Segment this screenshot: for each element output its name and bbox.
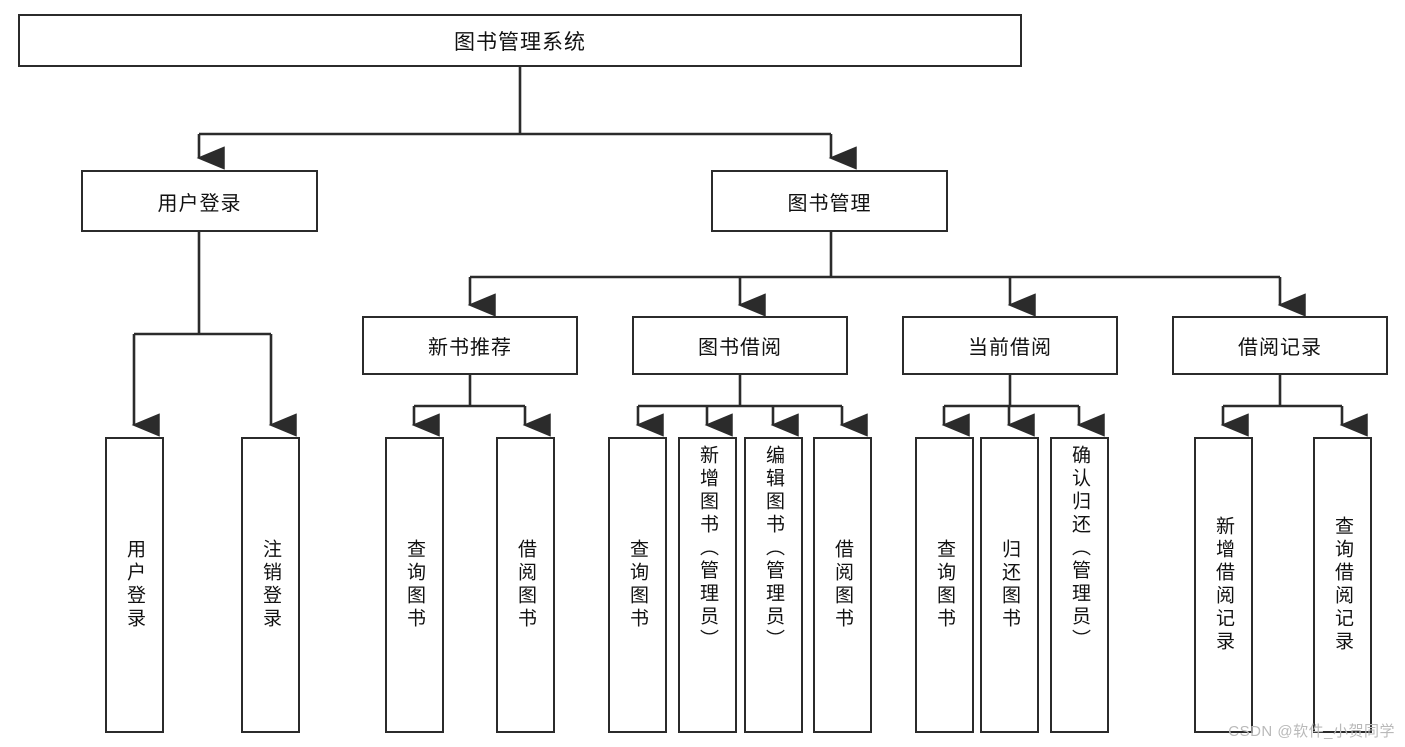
node-book-borrow[interactable]: 图书借阅 (632, 316, 848, 375)
leaf-borrow-add-book-admin[interactable]: 新增图书（管理员） (678, 437, 737, 733)
node-label: 归还图书 (999, 539, 1020, 631)
leaf-recommend-borrow-book[interactable]: 借阅图书 (496, 437, 555, 733)
node-label: 查询图书 (404, 539, 425, 631)
node-label: 新增图书（管理员） (697, 445, 718, 652)
node-root-system[interactable]: 图书管理系统 (18, 14, 1022, 67)
node-label: 查询图书 (627, 539, 648, 631)
leaf-borrow-edit-book-admin[interactable]: 编辑图书（管理员） (744, 437, 803, 733)
node-label: 编辑图书（管理员） (763, 445, 784, 652)
node-label: 新增借阅记录 (1213, 516, 1234, 654)
node-label: 新书推荐 (428, 337, 512, 359)
leaf-user-login-signout[interactable]: 注销登录 (241, 437, 300, 733)
leaf-record-add-record[interactable]: 新增借阅记录 (1194, 437, 1253, 733)
leaf-current-query-book[interactable]: 查询图书 (915, 437, 974, 733)
node-book-management[interactable]: 图书管理 (711, 170, 948, 232)
node-label: 借阅记录 (1238, 337, 1322, 359)
node-label: 借阅图书 (515, 539, 536, 631)
leaf-borrow-query-book[interactable]: 查询图书 (608, 437, 667, 733)
leaf-current-confirm-return-admin[interactable]: 确认归还（管理员） (1050, 437, 1109, 733)
node-label: 当前借阅 (968, 337, 1052, 359)
leaf-recommend-query-book[interactable]: 查询图书 (385, 437, 444, 733)
leaf-user-login-signin[interactable]: 用户登录 (105, 437, 164, 733)
node-label: 借阅图书 (832, 539, 853, 631)
node-label: 注销登录 (260, 539, 281, 631)
node-new-book-recommend[interactable]: 新书推荐 (362, 316, 578, 375)
node-user-login[interactable]: 用户登录 (81, 170, 318, 232)
leaf-borrow-borrow-book[interactable]: 借阅图书 (813, 437, 872, 733)
watermark-text: CSDN @软件_小贺同学 (1228, 723, 1395, 740)
node-label: 用户登录 (124, 539, 145, 631)
node-label: 图书借阅 (698, 337, 782, 359)
leaf-current-return-book[interactable]: 归还图书 (980, 437, 1039, 733)
leaf-record-query-record[interactable]: 查询借阅记录 (1313, 437, 1372, 733)
node-current-borrow[interactable]: 当前借阅 (902, 316, 1118, 375)
node-label: 查询借阅记录 (1332, 516, 1353, 654)
node-label: 查询图书 (934, 539, 955, 631)
node-borrow-record[interactable]: 借阅记录 (1172, 316, 1388, 375)
node-label: 图书管理 (787, 192, 872, 215)
node-label: 用户登录 (157, 192, 242, 215)
node-label: 图书管理系统 (454, 30, 586, 54)
node-label: 确认归还（管理员） (1069, 445, 1090, 652)
